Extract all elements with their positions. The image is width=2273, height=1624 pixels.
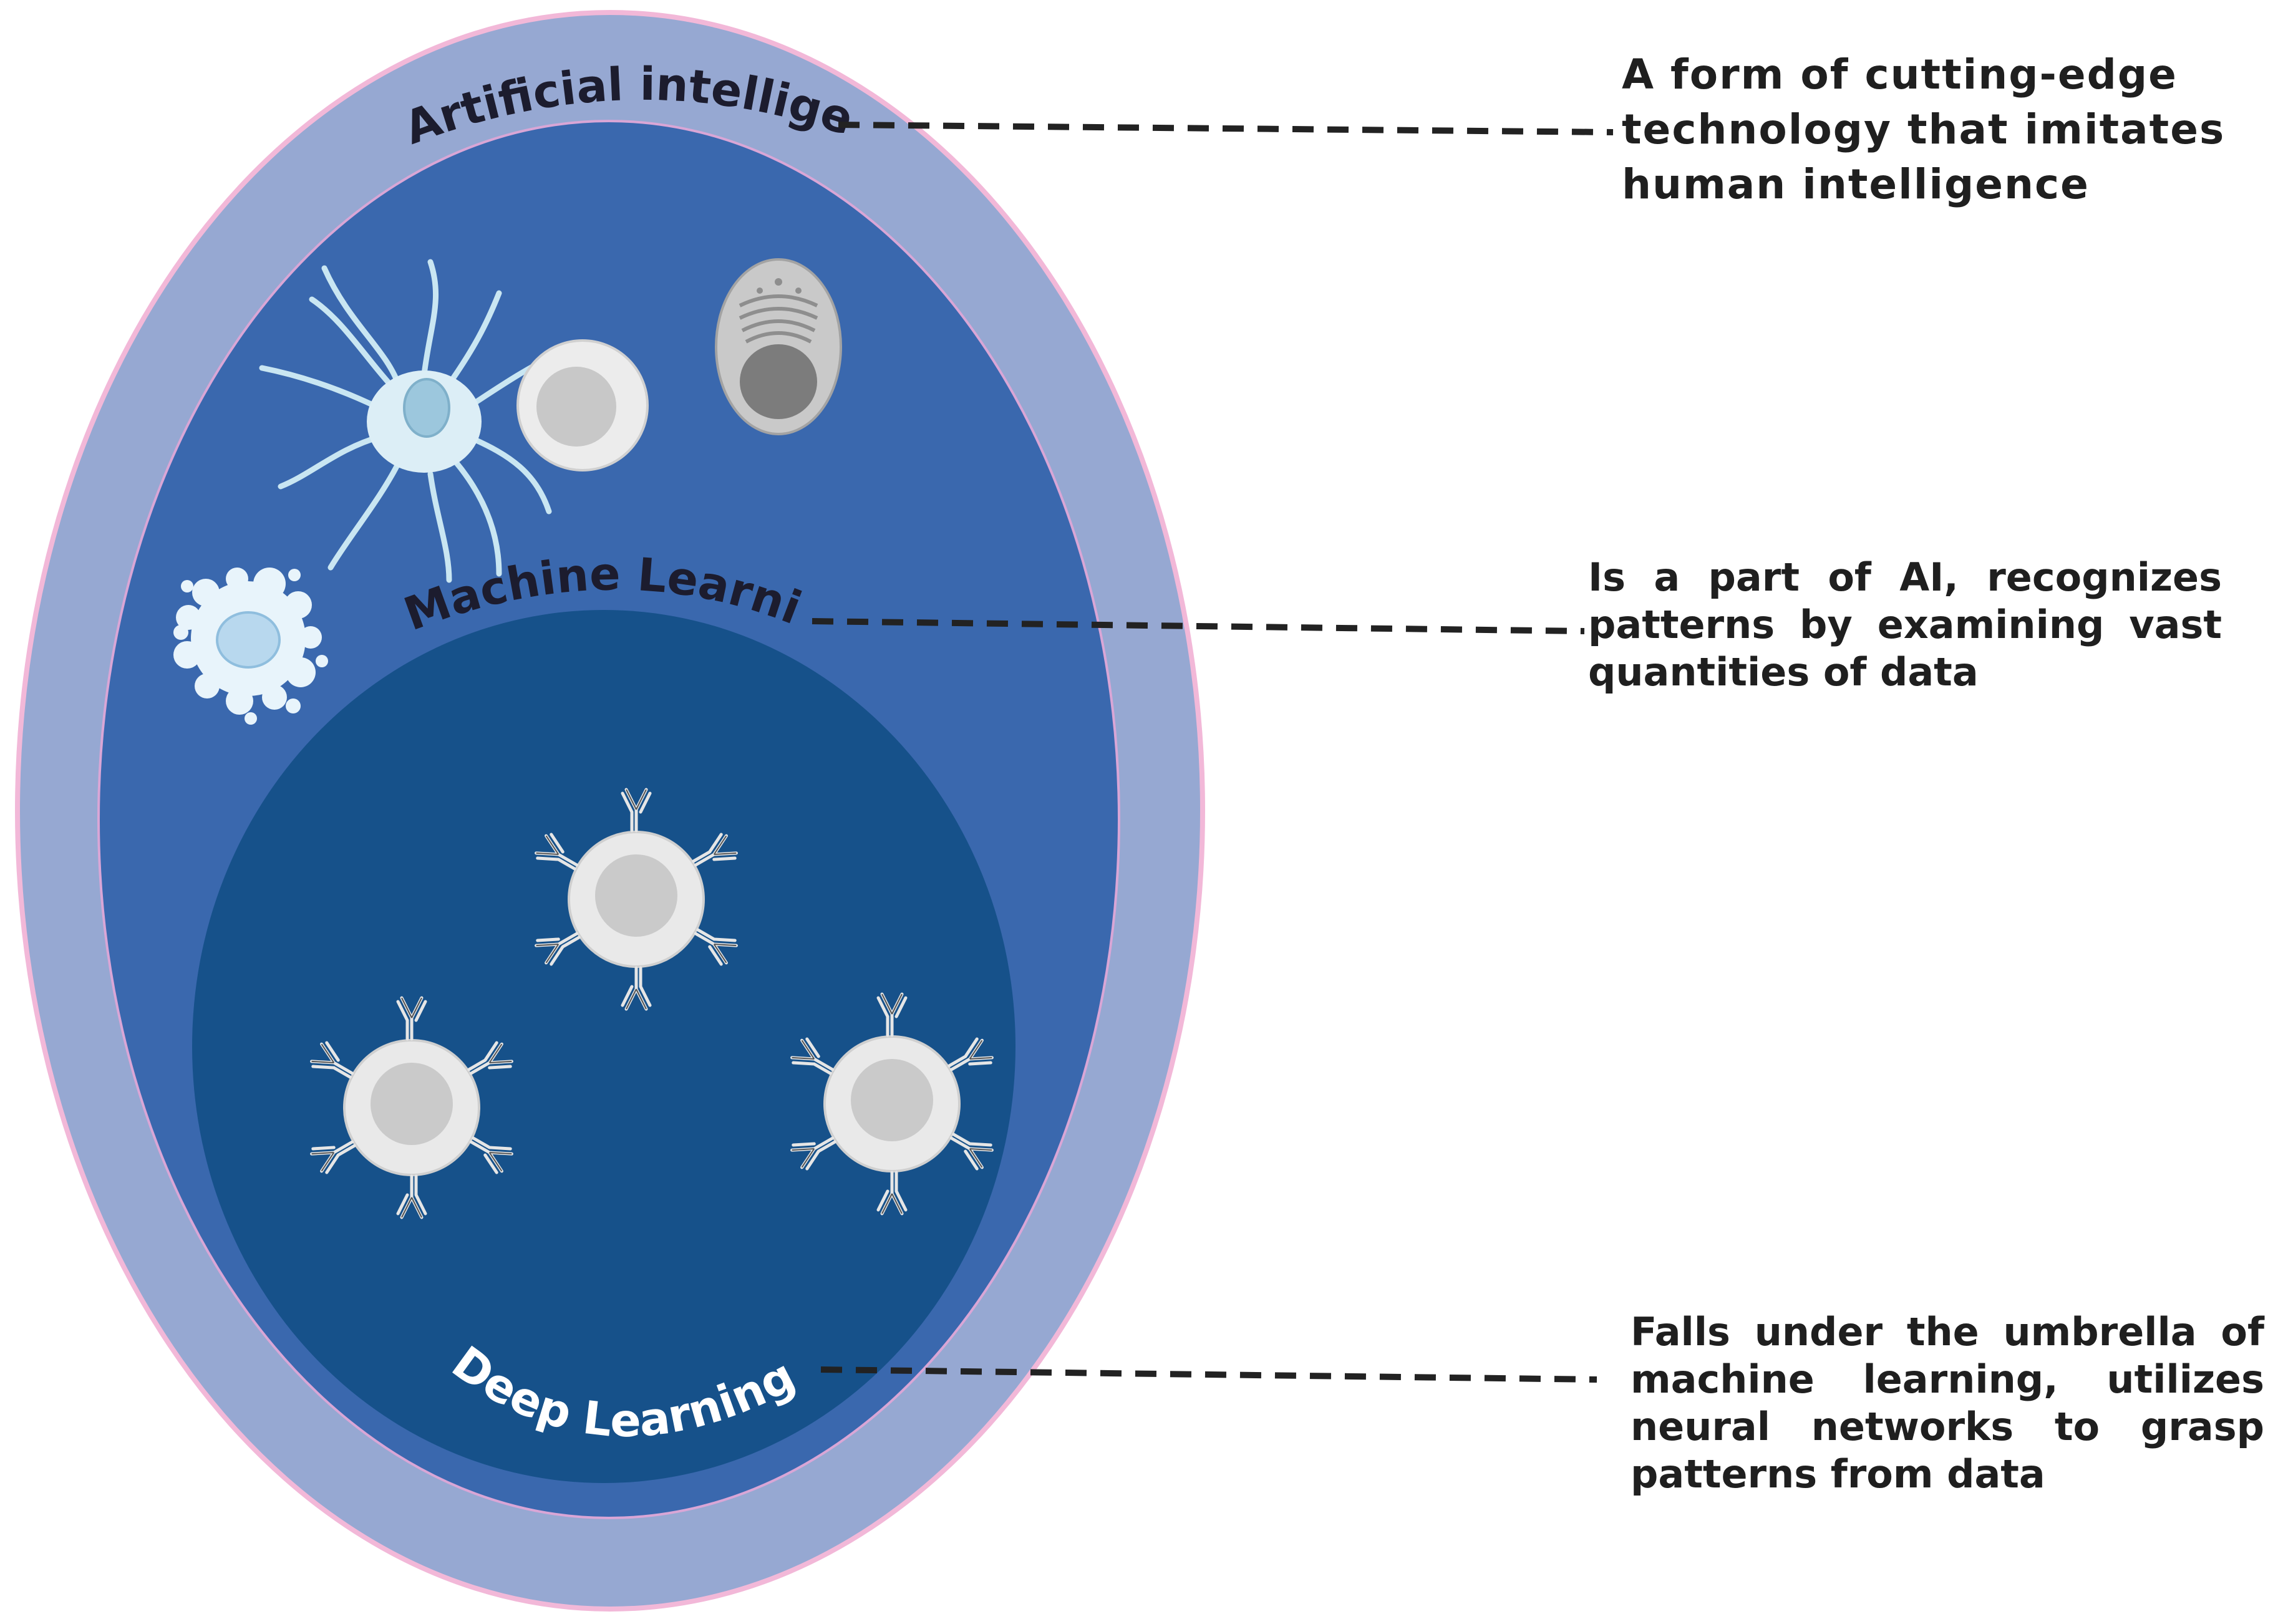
connector-dl [820,1366,1597,1383]
dl-description: Falls under the umbrella of machine lear… [1631,1309,2264,1497]
plasma-cell-icon [715,258,842,435]
granulocyte-nucleus [216,611,281,669]
dl-region [192,610,1015,1483]
ml-description: Is a part of AI, recognizes patterns by … [1588,554,2222,695]
connector-ai [838,122,1614,135]
dendritic-cell-nucleus [403,378,450,438]
ai-description: A form of cutting-edge technology that i… [1622,51,2226,208]
lymphocyte-icon [516,339,649,471]
connector-ml [812,618,1585,634]
